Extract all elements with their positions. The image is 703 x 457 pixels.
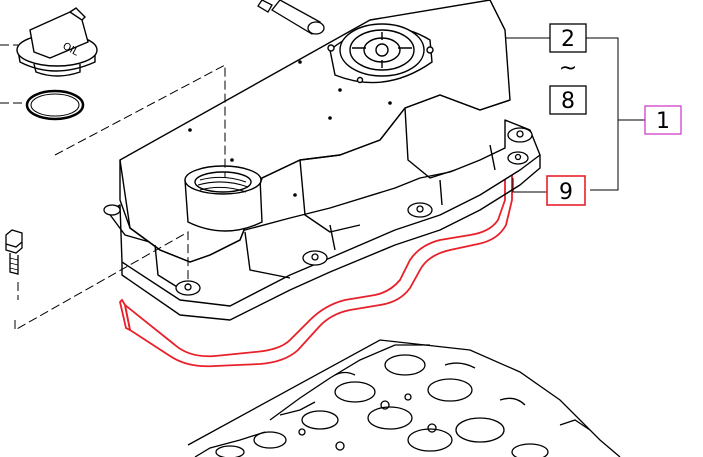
- oil-filler-cap-icon: OIL: [16, 7, 98, 77]
- filler-neck-icon: [184, 165, 263, 232]
- hose-icon: [257, 0, 325, 35]
- breather-valve-icon: [327, 23, 434, 84]
- valve-cover-icon: [107, 0, 541, 321]
- callout-8: 8: [549, 85, 587, 115]
- callout-lines: [505, 37, 645, 193]
- o-ring-icon: [25, 89, 85, 121]
- callout-2: 2: [549, 23, 587, 53]
- callout-9-label: 9: [559, 180, 573, 205]
- leader-lines: [0, 44, 226, 331]
- callout-2-label: 2: [561, 27, 575, 52]
- cylinder-head-icon: [187, 339, 621, 457]
- callout-9: 9: [546, 175, 586, 206]
- callout-1-label: 1: [656, 109, 670, 134]
- range-tilde: ~: [559, 56, 577, 81]
- callout-1: 1: [644, 105, 682, 135]
- callout-8-label: 8: [561, 89, 575, 114]
- flange-boss-icon: [103, 127, 533, 296]
- surface-dot-icon: [188, 60, 392, 197]
- bolt-icon: [5, 229, 23, 275]
